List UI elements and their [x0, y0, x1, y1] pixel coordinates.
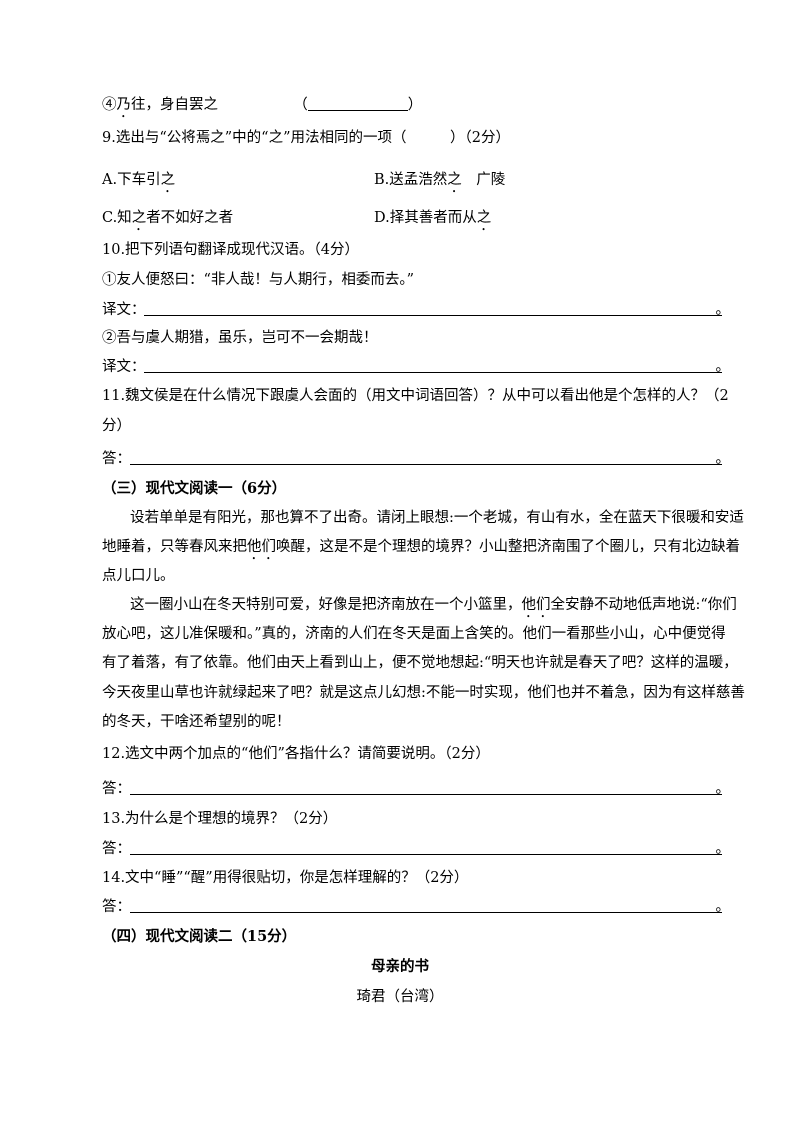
- passage-line: 这一圈小山在冬天特别可爱，好像是把济南放在一个小篮里，他们全安静不动地低声地说:…: [130, 597, 737, 613]
- q10-sentence-2: ②吾与虞人期猎，虽乐，岂可不一会期哉！: [102, 330, 378, 346]
- passage-line: 地睡着，只等春风来把他们唤醒，这是不是个理想的境界？小山整把济南围了个圈儿，只有…: [102, 539, 740, 555]
- q9-option-c: C.知之者不如好之者: [102, 210, 234, 226]
- q10-answer-2[interactable]: 译文： 。: [102, 359, 730, 375]
- q13-answer[interactable]: 答： 。: [102, 841, 730, 857]
- emphasized-char: 之: [131, 210, 147, 226]
- answer-line[interactable]: [144, 372, 722, 373]
- passage-line: 设若单单是有阳光，那也算不了出奇。请闭上眼想:一个老城，有山有水，全在蓝天下很暖…: [130, 510, 744, 526]
- passage-line: 的冬天，干啥还希望别的呢！: [102, 714, 291, 730]
- q13-stem: 13.为什么是个理想的境界？（2分）: [102, 811, 338, 827]
- answer-line[interactable]: [130, 794, 722, 795]
- q12-stem: 12.选文中两个加点的“他们”各指什么？请简要说明。（2分）: [102, 746, 490, 762]
- passage-line: 今天夜里山草也许就绿起来了吧？就是这点儿幻想:不能一时实现，他们也并不着急，因为…: [102, 685, 745, 701]
- emphasized-char: 之: [160, 172, 176, 188]
- emphasized-word: 他们: [521, 597, 551, 613]
- answer-line[interactable]: [144, 315, 722, 316]
- answer-blank[interactable]: [307, 96, 408, 111]
- article-title: 母亲的书: [371, 958, 429, 975]
- q9-option-b: B.送孟浩然之 广陵: [374, 172, 506, 188]
- q11-stem-cont: 分）: [102, 418, 131, 434]
- q11-stem: 11.魏文侯是在什么情况下跟虞人会面的（用文中词语回答）？从中可以看出他是个怎样…: [102, 388, 729, 404]
- q9-option-a: A.下车引之: [102, 172, 176, 188]
- q14-stem: 14.文中“睡”“醒”用得很贴切，你是怎样理解的？（2分）: [102, 870, 469, 886]
- q11-answer[interactable]: 答： 。: [102, 451, 730, 467]
- q8-item4: ④乃往，身自罢之 （）: [102, 96, 423, 113]
- emphasized-char: 之: [447, 172, 462, 188]
- emphasized-word: 他们: [247, 539, 276, 555]
- passage-line: 有了着落，有了依靠。他们由天上看到山上，便不觉地想起:“明天也许就是春天了吧？这…: [102, 655, 738, 671]
- answer-line[interactable]: [130, 854, 722, 855]
- answer-line[interactable]: [130, 912, 722, 913]
- q9-option-d: D.择其善者而从之: [374, 210, 492, 226]
- q10-answer-1[interactable]: 译文： 。: [102, 302, 730, 318]
- q14-answer[interactable]: 答： 。: [102, 899, 730, 915]
- article-author: 琦君（台湾）: [356, 989, 444, 1005]
- passage-line: 放心吧，这儿准保暖和。”真的，济南的人们在冬天是面上含笑的。他们一看那些小山，心…: [102, 626, 726, 642]
- emphasized-char: 乃: [116, 97, 132, 113]
- emphasized-char: 之: [476, 210, 492, 226]
- passage-line: 点儿口儿。: [102, 568, 175, 584]
- answer-line[interactable]: [130, 464, 722, 465]
- q10-sentence-1: ①友人便怒曰：“非人哉！与人期行，相委而去。”: [102, 272, 415, 288]
- section-3-title: （三）现代文阅读一（6分）: [102, 480, 287, 497]
- q10-stem: 10.把下列语句翻译成现代汉语。（4分）: [102, 242, 360, 258]
- q9-stem: 9.选出与“公将焉之”中的“之”用法相同的一项（ ）（2分）: [102, 130, 510, 146]
- q12-answer[interactable]: 答： 。: [102, 781, 730, 797]
- section-4-title: （四）现代文阅读二（15分）: [102, 928, 297, 945]
